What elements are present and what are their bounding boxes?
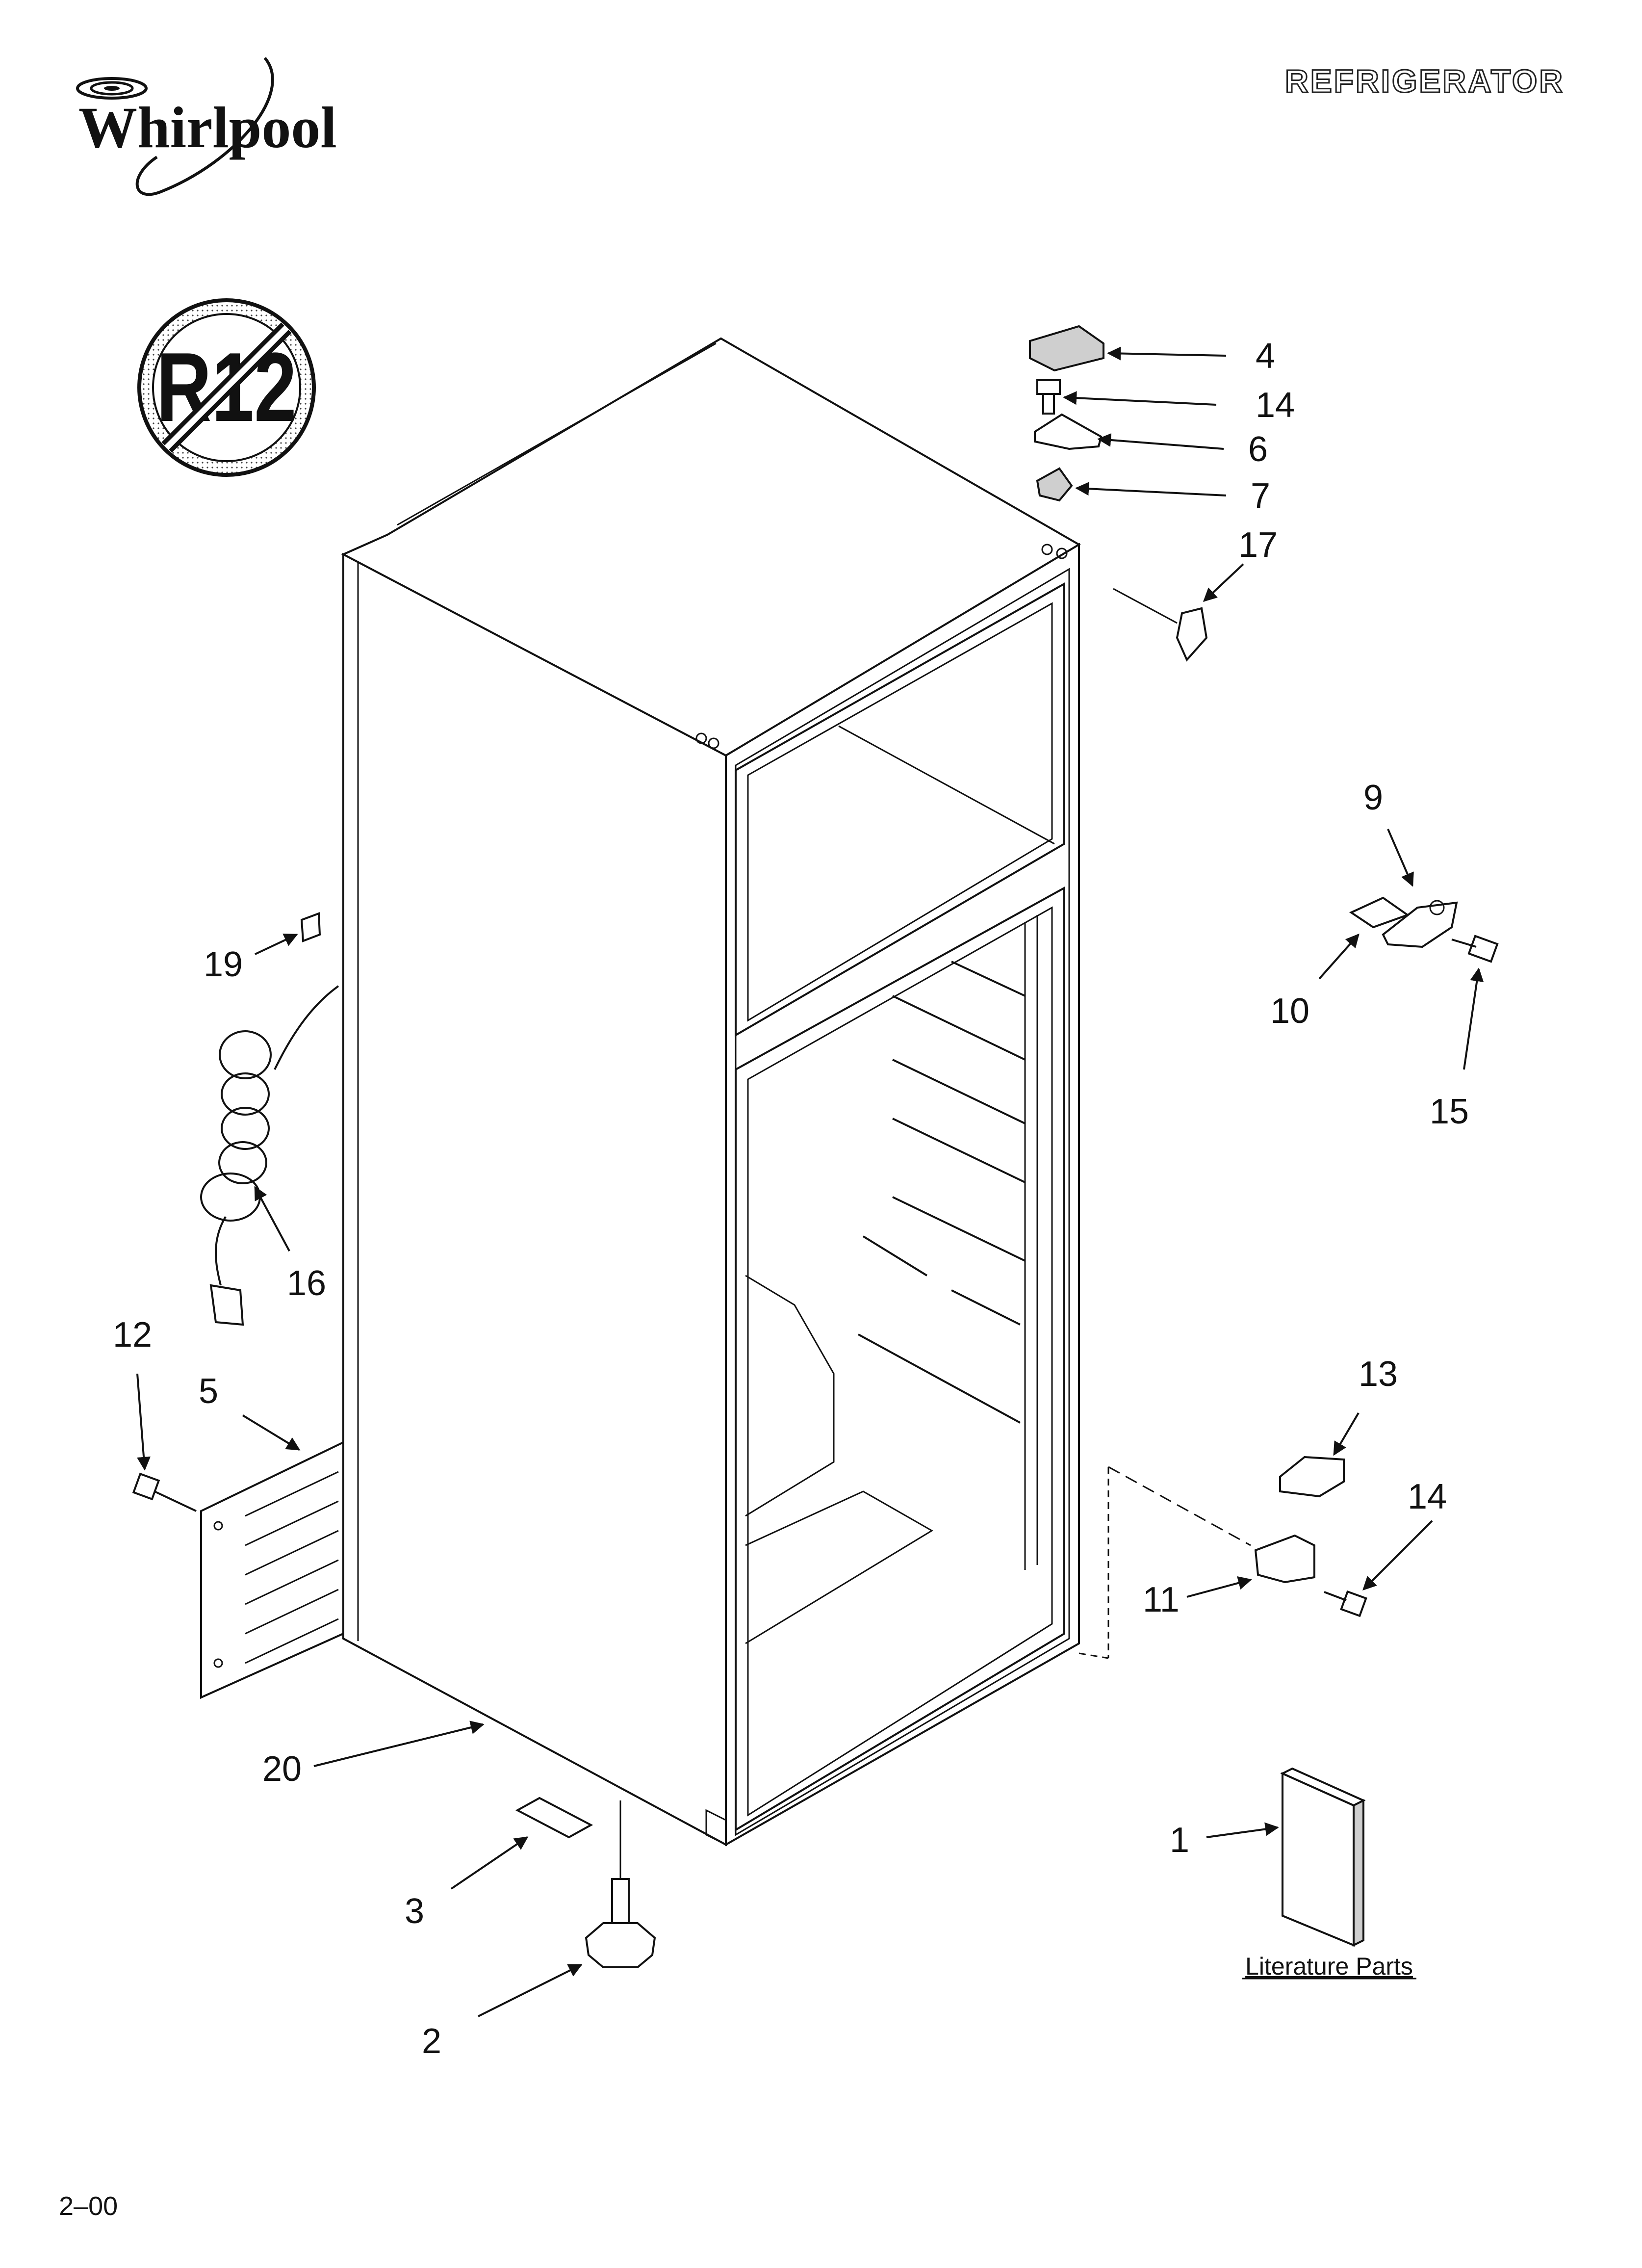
revision-code: 2–00 <box>59 2191 118 2221</box>
hinge-bushing <box>1036 467 1073 502</box>
bottom-hinge <box>1254 1534 1315 1584</box>
leveling-shim <box>515 1797 593 1839</box>
cord-clip <box>300 912 321 942</box>
callout-19: 19 <box>204 945 243 984</box>
grille-screw <box>132 1472 197 1512</box>
callout-17: 17 <box>1238 525 1278 565</box>
callout-2: 2 <box>422 2022 441 2061</box>
toe-grille <box>200 1440 344 1699</box>
callout-14-bottom: 14 <box>1408 1477 1447 1516</box>
callout-6: 6 <box>1248 430 1268 469</box>
callout-10: 10 <box>1270 991 1309 1031</box>
whirlpool-wordmark: Whirlpool <box>78 95 337 160</box>
top-hinge-screw <box>1036 379 1061 415</box>
no-r12-badge: R12 <box>137 298 316 477</box>
callout-1: 1 <box>1170 1821 1189 1860</box>
center-hinge <box>1349 896 1458 948</box>
callout-20: 20 <box>262 1749 302 1789</box>
callout-7: 7 <box>1251 476 1270 516</box>
callout-9: 9 <box>1363 778 1383 817</box>
literature-parts-label: Literature Parts <box>1245 1953 1413 1980</box>
callout-5: 5 <box>199 1372 218 1411</box>
callout-13: 13 <box>1359 1355 1398 1394</box>
callout-16: 16 <box>287 1264 326 1303</box>
refrigerator-cabinet <box>341 337 1251 1847</box>
callout-15: 15 <box>1430 1092 1469 1131</box>
whirlpool-logo: Whirlpool <box>76 57 337 196</box>
hinge-cover-small <box>1176 607 1208 662</box>
power-cord <box>200 985 339 1326</box>
callout-4: 4 <box>1256 337 1275 376</box>
literature-booklet <box>1280 1767 1366 1947</box>
top-hinge <box>1034 413 1103 450</box>
page-title: REFRIGERATOR <box>1285 63 1565 99</box>
leader-lines <box>136 346 1484 2017</box>
callout-11: 11 <box>1143 1580 1180 1619</box>
callout-3: 3 <box>405 1892 424 1931</box>
leveling-leg <box>585 1800 656 1968</box>
callout-labels: 4 14 6 7 17 9 10 15 19 16 12 5 13 14 11 … <box>113 337 1469 2061</box>
center-hinge-screw <box>1451 935 1499 963</box>
bottom-hinge-screw <box>1324 1590 1367 1617</box>
callout-12: 12 <box>113 1315 152 1355</box>
top-hinge-cover <box>1029 325 1104 372</box>
callout-14-top: 14 <box>1256 386 1295 425</box>
hinge-cam <box>1279 1456 1345 1498</box>
